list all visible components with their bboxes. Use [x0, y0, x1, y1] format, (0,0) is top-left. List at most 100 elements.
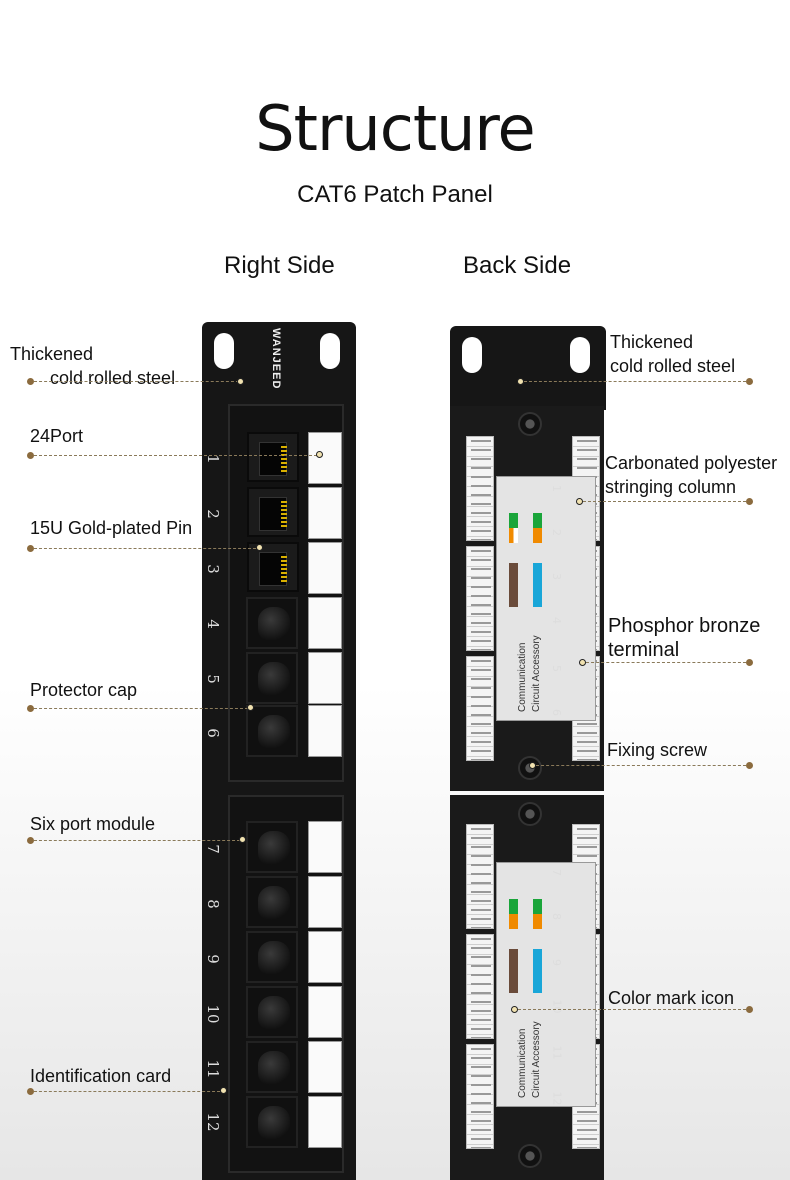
cap-knob: [258, 831, 290, 867]
callout-line: [583, 501, 746, 502]
gold-pins: [281, 446, 287, 472]
identification-card: [308, 597, 342, 649]
identification-card: [308, 432, 342, 484]
screw-icon: [518, 802, 542, 826]
color-mark-icon: [533, 513, 542, 543]
callout-dot: [27, 452, 34, 459]
callout-line: [34, 381, 239, 382]
page-title: Structure: [255, 92, 535, 165]
identification-card: [308, 542, 342, 594]
callout-line: [518, 1009, 746, 1010]
cap-knob: [258, 1106, 290, 1142]
callout-module: Six port module: [30, 814, 156, 834]
callout-cap: Protector cap: [30, 680, 138, 700]
plate-text: Communication: [517, 642, 528, 712]
callout-steel-right-line1: Thickened: [610, 332, 694, 352]
callout-target: [256, 544, 263, 551]
callout-dot: [746, 762, 753, 769]
callout-color: Color mark icon: [608, 988, 735, 1008]
idc-terminal-column: [466, 824, 494, 929]
right-side-title: Right Side: [224, 252, 335, 279]
port-number: 8: [204, 899, 222, 909]
terminal-pins: [471, 825, 491, 928]
protector-cap[interactable]: [246, 597, 298, 649]
identification-card: [308, 876, 342, 928]
mount-slot: [320, 333, 340, 369]
callout-dot: [746, 378, 753, 385]
identification-card: [308, 705, 342, 757]
callout-target: [576, 498, 583, 505]
back-port-number: 9: [550, 959, 563, 966]
identification-card: [308, 652, 342, 704]
rj45-jack[interactable]: [247, 487, 299, 537]
port-number: 2: [204, 509, 222, 519]
fixing-screw-icon: [518, 756, 542, 780]
port-number: 5: [204, 674, 222, 684]
back-port-number: 12: [550, 1091, 564, 1106]
callout-dot: [27, 1088, 34, 1095]
protector-cap[interactable]: [246, 931, 298, 983]
port-number: 1: [204, 454, 222, 464]
callout-dot: [27, 705, 34, 712]
protector-cap[interactable]: [246, 1096, 298, 1148]
callout-line: [34, 548, 256, 549]
protector-cap[interactable]: [246, 652, 298, 704]
terminal-pins: [471, 547, 491, 650]
port-number: 12: [204, 1112, 222, 1132]
callout-card: Identification card: [30, 1066, 172, 1086]
terminal-pins: [471, 657, 491, 760]
screw-icon: [518, 1144, 542, 1168]
callout-dot: [27, 837, 34, 844]
color-mark-icon: [533, 899, 542, 929]
port-number: 7: [204, 844, 222, 854]
circuit-label-plate: Communication Circuit Accessory: [496, 862, 596, 1107]
color-mark-icon: [533, 949, 542, 993]
cap-knob: [258, 886, 290, 922]
protector-cap[interactable]: [246, 821, 298, 873]
callout-target: [316, 451, 323, 458]
back-port-number: 1: [550, 485, 563, 492]
idc-terminal-column: [466, 436, 494, 541]
callout-target: [247, 704, 254, 711]
color-mark-icon: [509, 563, 518, 607]
back-port-number: 6: [550, 709, 563, 716]
callout-column-line1: Carbonated polyester: [605, 453, 778, 473]
back-port-number: 5: [550, 665, 563, 672]
idc-terminal-column: [466, 1044, 494, 1149]
color-mark-icon: [509, 899, 518, 929]
protector-cap[interactable]: [246, 1041, 298, 1093]
callout-line: [524, 381, 746, 382]
protector-cap[interactable]: [246, 876, 298, 928]
callout-screw: Fixing screw: [607, 740, 708, 760]
rj45-jack[interactable]: [247, 432, 299, 482]
callout-line: [536, 765, 746, 766]
mount-slot: [570, 337, 590, 373]
back-port-number: 10: [550, 999, 564, 1014]
cap-knob: [258, 662, 290, 698]
port-number: 4: [204, 619, 222, 629]
callout-steel-left-line1: Thickened: [10, 344, 94, 364]
callout-ports: 24Port: [30, 426, 84, 446]
back-port-number: 8: [550, 913, 563, 920]
protector-cap[interactable]: [246, 986, 298, 1038]
callout-target: [529, 762, 536, 769]
callout-target: [239, 836, 246, 843]
rj45-jack[interactable]: [247, 542, 299, 592]
callout-dot: [27, 378, 34, 385]
terminal-pins: [471, 1045, 491, 1148]
callout-terminal-line1: Phosphor bronze: [608, 615, 761, 637]
identification-card: [308, 487, 342, 539]
port-number: 6: [204, 728, 222, 738]
circuit-label-plate: Communication Circuit Accessory: [496, 476, 596, 721]
callout-steel-right-line2: cold rolled steel: [610, 356, 736, 376]
callout-terminal-line2: terminal: [608, 639, 680, 661]
protector-cap[interactable]: [246, 705, 298, 757]
cap-knob: [258, 996, 290, 1032]
callout-column-line2: stringing column: [605, 477, 737, 497]
color-mark-icon: [509, 513, 518, 543]
idc-terminal-column: [466, 546, 494, 651]
callout-dot: [746, 659, 753, 666]
terminal-pins: [471, 935, 491, 1038]
identification-card: [308, 931, 342, 983]
back-port-number: 7: [550, 869, 563, 876]
